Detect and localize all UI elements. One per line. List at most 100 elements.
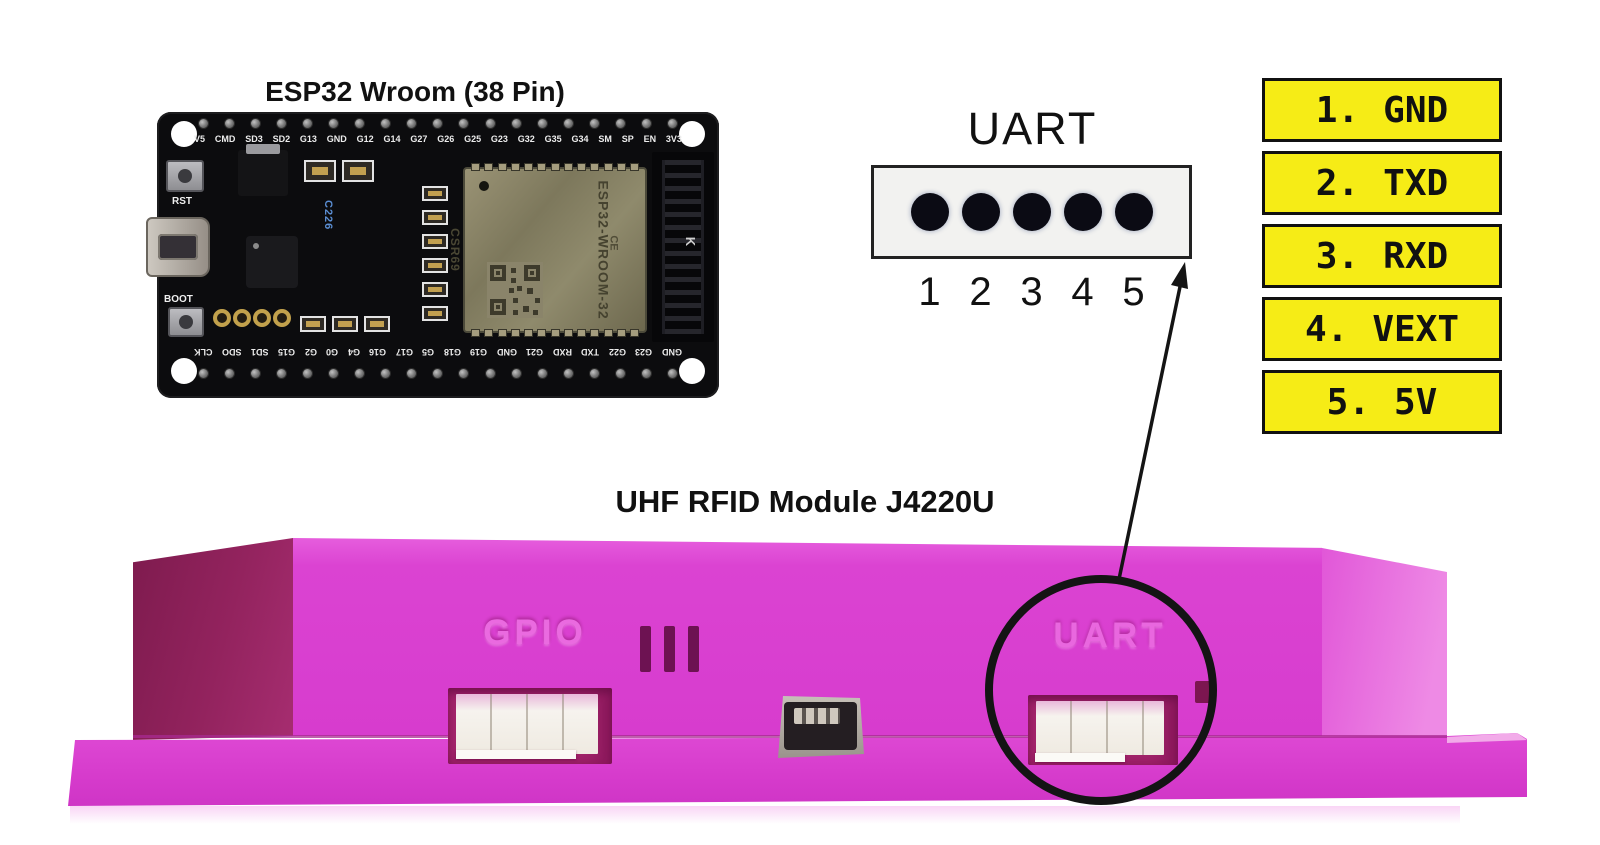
- pin-label: G0: [326, 347, 339, 357]
- pin: [484, 118, 496, 129]
- castellation-pad: [484, 329, 494, 337]
- pin-label: G34: [571, 134, 589, 144]
- pin1-dot: [479, 181, 489, 191]
- pin-label: G12: [356, 134, 374, 144]
- pin: [198, 368, 209, 379]
- pin-label: G32: [517, 134, 535, 144]
- pin-label: G22: [608, 347, 626, 357]
- pin: [224, 118, 236, 129]
- mini-usb-contacts: [794, 708, 840, 724]
- castellation-pad: [577, 329, 586, 337]
- pin: [666, 368, 678, 379]
- resistor: [422, 210, 448, 225]
- micro-usb-port: [146, 217, 210, 277]
- mount-hole-top-left: [171, 121, 197, 147]
- pin-label: SD1: [251, 347, 269, 357]
- pin-label: SDO: [222, 347, 242, 357]
- castellation-pad: [577, 163, 586, 171]
- pin: [458, 118, 470, 129]
- pin: [562, 368, 574, 379]
- legend-entry-number: 5.: [1326, 381, 1370, 423]
- legend-entry-label: TXD: [1383, 162, 1449, 204]
- boot-button-label: BOOT: [164, 294, 193, 305]
- legend-entry: 2. TXD: [1262, 151, 1502, 215]
- pin: [276, 368, 288, 379]
- micro-usb-slot: [158, 234, 198, 260]
- castellation-pad: [484, 163, 494, 171]
- castellation-pad: [630, 329, 639, 337]
- pin: [302, 118, 314, 129]
- pin: [614, 118, 626, 129]
- legend-entry-number: 1.: [1315, 89, 1360, 131]
- reset-button-label: RST: [172, 196, 192, 207]
- gpio-connector-lip: [456, 750, 576, 759]
- castellation-pad: [630, 163, 639, 171]
- solder-pad: [253, 309, 271, 327]
- castellation-pad: [563, 163, 573, 171]
- pin-label: V5: [194, 134, 206, 144]
- pin: [250, 118, 262, 129]
- resistor: [364, 316, 390, 332]
- mount-hole-top-right: [679, 121, 705, 147]
- pin-label: EN: [643, 134, 657, 144]
- pin-label: SD2: [272, 134, 291, 144]
- pin: [484, 368, 496, 379]
- legend-entry-number: 2.: [1315, 162, 1360, 204]
- top-pin-header: [198, 118, 678, 129]
- pin-label: G27: [410, 134, 428, 144]
- pin: [666, 118, 678, 129]
- pin-label: CLK: [194, 347, 213, 357]
- pin-label: GND: [496, 347, 517, 357]
- boot-button: [168, 307, 204, 337]
- mount-hole-bottom-left: [171, 358, 197, 384]
- pin-label: GND: [661, 347, 682, 357]
- uart-pin-number: 2: [969, 270, 992, 314]
- pin: [614, 368, 626, 379]
- pin: [302, 368, 314, 379]
- pin-label: G23: [635, 347, 653, 357]
- resistor: [422, 234, 448, 249]
- pin-label: G25: [464, 134, 482, 144]
- usb-uart-bridge-chip: [246, 236, 298, 288]
- pin-label: G26: [437, 134, 455, 144]
- pin-label: SD3: [245, 134, 263, 144]
- module-left-face: [133, 538, 293, 740]
- legend-entry-label: RXD: [1383, 235, 1449, 277]
- pin: [510, 368, 522, 379]
- resistor: [332, 316, 358, 332]
- solder-pad: [233, 309, 251, 327]
- pin: [224, 368, 236, 379]
- uart-pin-hole: [910, 193, 949, 231]
- mini-usb-port: [778, 696, 864, 758]
- pin-label: G4: [347, 347, 360, 357]
- rfid-module-title: UHF RFID Module J4220U: [615, 484, 995, 519]
- callout-arrow-line: [1116, 281, 1183, 585]
- castellation-pad: [550, 329, 560, 337]
- module-base-top-edge: [1447, 733, 1527, 743]
- pin: [562, 118, 574, 129]
- pin-label: G18: [443, 347, 461, 357]
- pin-label: G15: [278, 347, 296, 357]
- qr-code: [487, 262, 543, 318]
- resistor: [422, 282, 448, 297]
- pin: [640, 368, 652, 379]
- legend-entry-number: 4.: [1304, 308, 1349, 350]
- castellation-pad: [497, 329, 507, 337]
- pin: [536, 368, 548, 379]
- pin-label: RXD: [552, 347, 572, 357]
- capacitor: [304, 160, 336, 182]
- pin-label: 3V3: [665, 134, 682, 144]
- legend-entry: 1.GND: [1262, 78, 1502, 142]
- uart-pin-number: 3: [1020, 270, 1043, 314]
- castellation-pad: [616, 329, 626, 337]
- boot-button-cap: [179, 315, 193, 329]
- castellation-pad: [510, 163, 520, 171]
- castellation-pad: [603, 329, 613, 337]
- antenna-meander: [662, 160, 704, 334]
- castellation-pad: [590, 329, 600, 337]
- uart-embossed-label: UART: [1053, 616, 1167, 655]
- pin: [406, 368, 418, 379]
- vent-slot: [688, 626, 699, 672]
